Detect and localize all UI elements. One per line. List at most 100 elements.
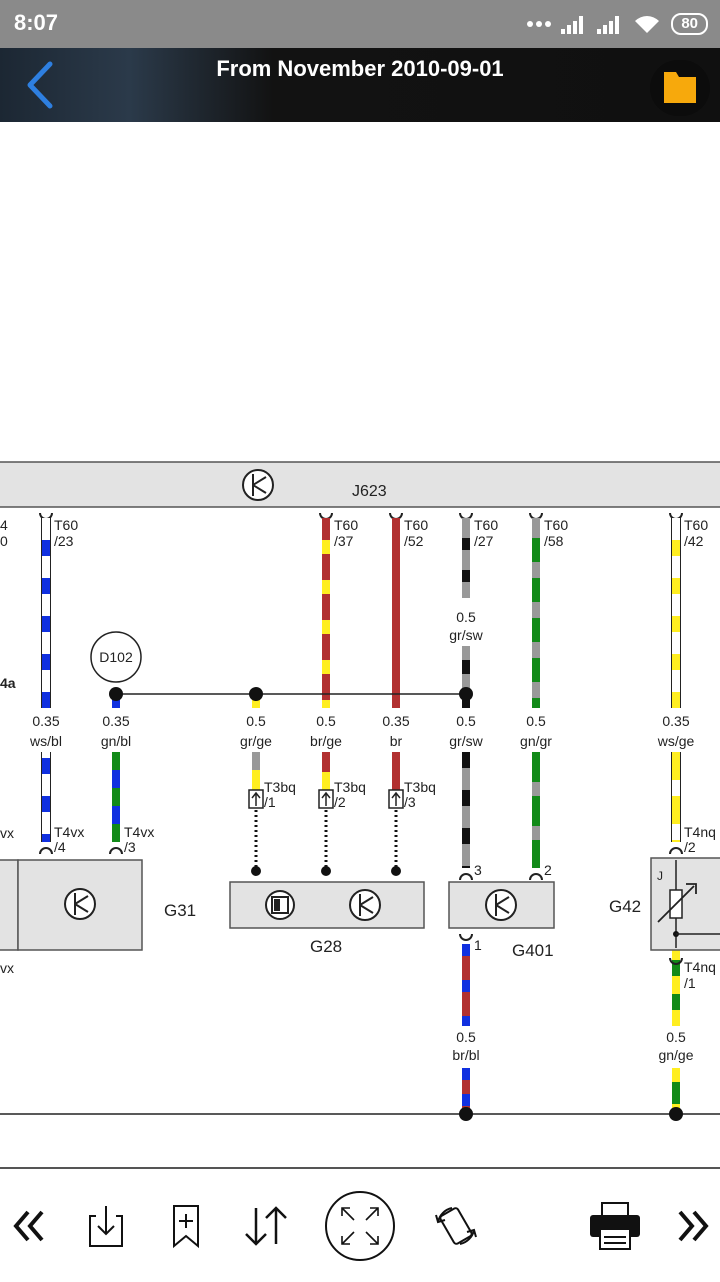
pin-label: T60 [54,517,78,533]
connector-label: T3bq [404,779,436,795]
next-page-icon [678,1210,709,1241]
bottom-toolbar [0,1167,720,1282]
wire-size: 0.5 [526,713,546,729]
rotate-icon [435,1206,477,1245]
left-side-label: 4a [0,675,16,691]
component-j-label: J [657,869,663,883]
splice-d102 [90,631,142,683]
ground-node [459,1107,473,1121]
wire-color: gr/sw [449,733,483,749]
bookmark-add-icon [173,1204,199,1248]
battery-icon: 80 [671,13,708,35]
status-bar: 8:07 80 [0,0,720,48]
wire-size: 0.35 [32,713,59,729]
pin-label: /58 [544,533,564,549]
print-button[interactable] [586,1169,644,1282]
print-icon [590,1201,640,1250]
ground-node [669,1107,683,1121]
wire-size: 0.35 [382,713,409,729]
pin-label: T60 [474,517,498,533]
download-button[interactable] [78,1169,134,1282]
connector-label: /2 [684,839,696,855]
splice-d102-label: D102 [99,649,133,665]
status-icons: 80 [527,12,708,36]
connector-label: T3bq [334,779,366,795]
pin-label: /42 [684,533,704,549]
signal-icon [561,16,584,34]
connector-label: T4nq [684,824,716,840]
status-time: 8:07 [14,10,59,35]
download-icon [89,1205,123,1247]
pin-label: T60 [544,517,568,533]
pin-label: T60 [404,517,428,533]
pin-label: /27 [474,533,494,549]
component-label-g401: G401 [512,941,554,960]
pin-label: T60 [684,517,708,533]
wire-size: 0.5 [456,713,476,729]
pin-number: 2 [544,862,552,878]
wire-color: ws/bl [29,733,62,749]
connector-label: /2 [334,794,346,810]
component-label-g28: G28 [310,937,342,956]
splice-node [109,687,123,701]
pin-label: /37 [334,533,354,549]
wire-color: br/ge [310,733,342,749]
wire-color: gr/sw [449,627,483,643]
wire-size: 0.35 [102,713,129,729]
signal-icon [597,16,620,34]
pin-label: T60 [334,517,358,533]
prev-page-icon [13,1210,44,1241]
bookmark-add-button[interactable] [158,1169,214,1282]
wire-size: 0.5 [456,609,476,625]
wire-color: br/bl [452,1047,479,1063]
wire-size: 0.5 [316,713,336,729]
connector-label: T4vx [54,824,84,840]
left-vx-label-2: vx [0,960,14,976]
left-pin-a: 4 [0,517,8,533]
left-vx-label: vx [0,825,14,841]
wire-size: 0.5 [456,1029,476,1045]
fit-screen-icon [325,1190,395,1261]
pin-number: 3 [474,862,482,878]
connector-label: T4nq [684,959,716,975]
pin-number: 1 [474,937,482,953]
sort-button[interactable] [238,1169,294,1282]
component-label-g31: G31 [164,901,196,920]
wire-color: gn/ge [658,1047,693,1063]
back-button[interactable] [22,60,62,110]
splice-node [249,687,263,701]
pin-label: /52 [404,533,424,549]
wire-color: br [390,733,403,749]
splice-node [459,687,473,701]
fit-screen-button[interactable] [324,1169,396,1282]
page-title: From November 2010-09-01 [216,56,504,81]
connector-label: /4 [54,839,66,855]
connector-label: T3bq [264,779,296,795]
app-header: From November 2010-09-01 [0,48,720,122]
connector-label: T4vx [124,824,154,840]
connector-label: /3 [124,839,136,855]
wifi-icon [635,16,660,33]
transistor-symbol-icon [242,469,274,501]
wire-color: gr/ge [240,733,272,749]
next-page-button[interactable] [668,1169,720,1282]
rotate-button[interactable] [428,1169,484,1282]
wire-size: 0.5 [666,1029,686,1045]
left-pin-b: 0 [0,533,8,549]
more-dots-icon [527,21,552,27]
prev-page-button[interactable] [0,1169,56,1282]
pin-label: /23 [54,533,74,549]
connector-label: /1 [684,975,696,991]
folder-button[interactable] [650,60,710,116]
sort-icon [245,1205,287,1246]
back-chevron-icon [27,61,53,109]
wire-color: gn/bl [101,733,131,749]
component-label-g42: G42 [609,897,641,916]
control-unit-label: J623 [352,483,387,500]
wire-color: ws/ge [657,733,695,749]
connector-label: /1 [264,794,276,810]
wire-size: 0.35 [662,713,689,729]
wiring-diagram[interactable]: J623 4 0 4a vx vx T60 /23 T60 /37 T60 /5… [0,122,720,1167]
control-unit-j623 [0,461,720,508]
wire-color: gn/gr [520,733,552,749]
